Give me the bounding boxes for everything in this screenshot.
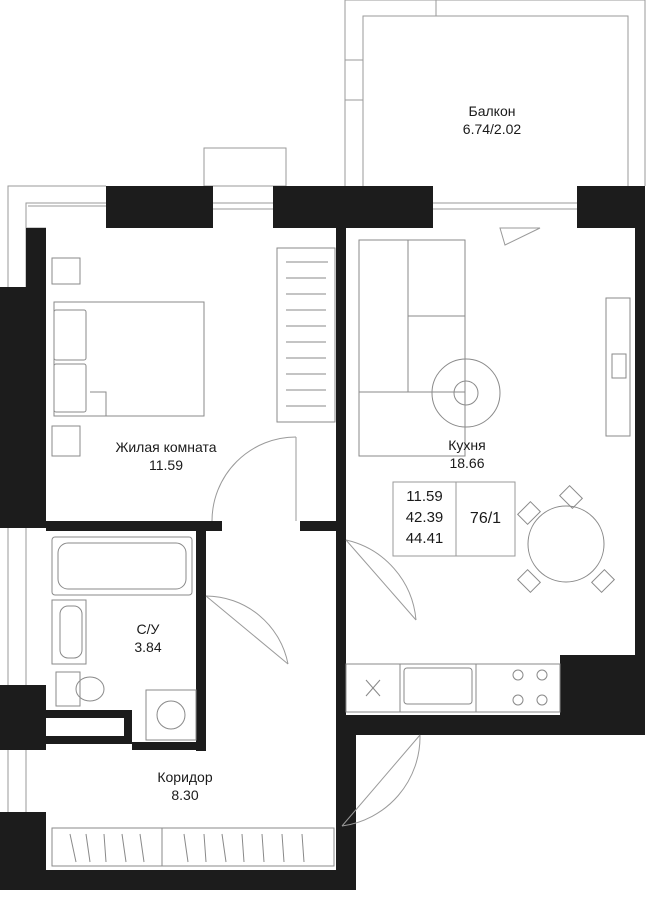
wall-segment	[132, 742, 206, 750]
sink	[51, 599, 87, 665]
apartment-number: 76/1	[469, 510, 502, 527]
room-label-bathroom: С/У 3.84	[108, 620, 188, 656]
wall-segment	[0, 812, 46, 890]
wall-segment	[577, 186, 645, 228]
kitchen-counter	[345, 663, 561, 713]
nightstand	[51, 257, 81, 285]
wardrobe-corridor	[51, 827, 335, 867]
room-name: Коридор	[157, 769, 213, 785]
summary-box	[392, 481, 516, 557]
wall-segment	[196, 531, 206, 751]
room-label-kitchen: Кухня 18.66	[417, 436, 517, 472]
room-name: Кухня	[448, 437, 486, 453]
wall-segment	[560, 655, 645, 735]
room-label-living: Жилая комната 11.59	[96, 438, 236, 474]
tv-stand	[605, 297, 631, 437]
wall-segment	[106, 186, 213, 228]
toilet	[55, 671, 81, 707]
dining-table	[527, 505, 605, 583]
living-area-value: 11.59	[406, 488, 443, 505]
room-area: 3.84	[134, 639, 162, 655]
wall-segment	[635, 228, 645, 658]
room-name: Жилая комната	[115, 439, 217, 455]
room-area: 8.30	[171, 787, 199, 803]
wall-segment	[46, 736, 132, 744]
wall-segment	[0, 685, 46, 750]
furniture	[51, 239, 631, 867]
wall-segment	[336, 735, 356, 890]
room-area: 11.59	[149, 457, 183, 473]
wall-segment	[0, 287, 46, 528]
room-area: 6.74/2.02	[462, 121, 522, 137]
wall-segment	[273, 186, 433, 228]
area-summary: 11.59 42.39 44.41	[393, 486, 456, 549]
wall-segment	[46, 521, 222, 531]
room-label-corridor: Коридор 8.30	[135, 768, 235, 804]
room-label-balcony: Балкон 6.74/2.02	[442, 102, 542, 138]
bathtub	[51, 536, 193, 596]
room-area: 18.66	[449, 455, 485, 471]
walls	[0, 186, 645, 890]
total-area-value: 42.39	[405, 509, 444, 526]
wall-segment	[46, 870, 356, 890]
nightstand	[51, 425, 81, 457]
wall-segment	[300, 521, 336, 531]
coffee-table	[431, 358, 501, 428]
sofa	[358, 239, 466, 457]
wardrobe-bedroom	[276, 247, 336, 423]
wall-segment	[46, 710, 132, 718]
washing-machine	[145, 689, 197, 741]
doors	[205, 227, 541, 827]
wall-segment	[124, 710, 132, 744]
total-with-balcony-value: 44.41	[405, 530, 444, 547]
room-name: Балкон	[468, 103, 516, 119]
room-name: С/У	[136, 621, 160, 637]
bed	[53, 301, 205, 417]
wall-segment	[336, 228, 346, 720]
hangers	[69, 261, 328, 863]
